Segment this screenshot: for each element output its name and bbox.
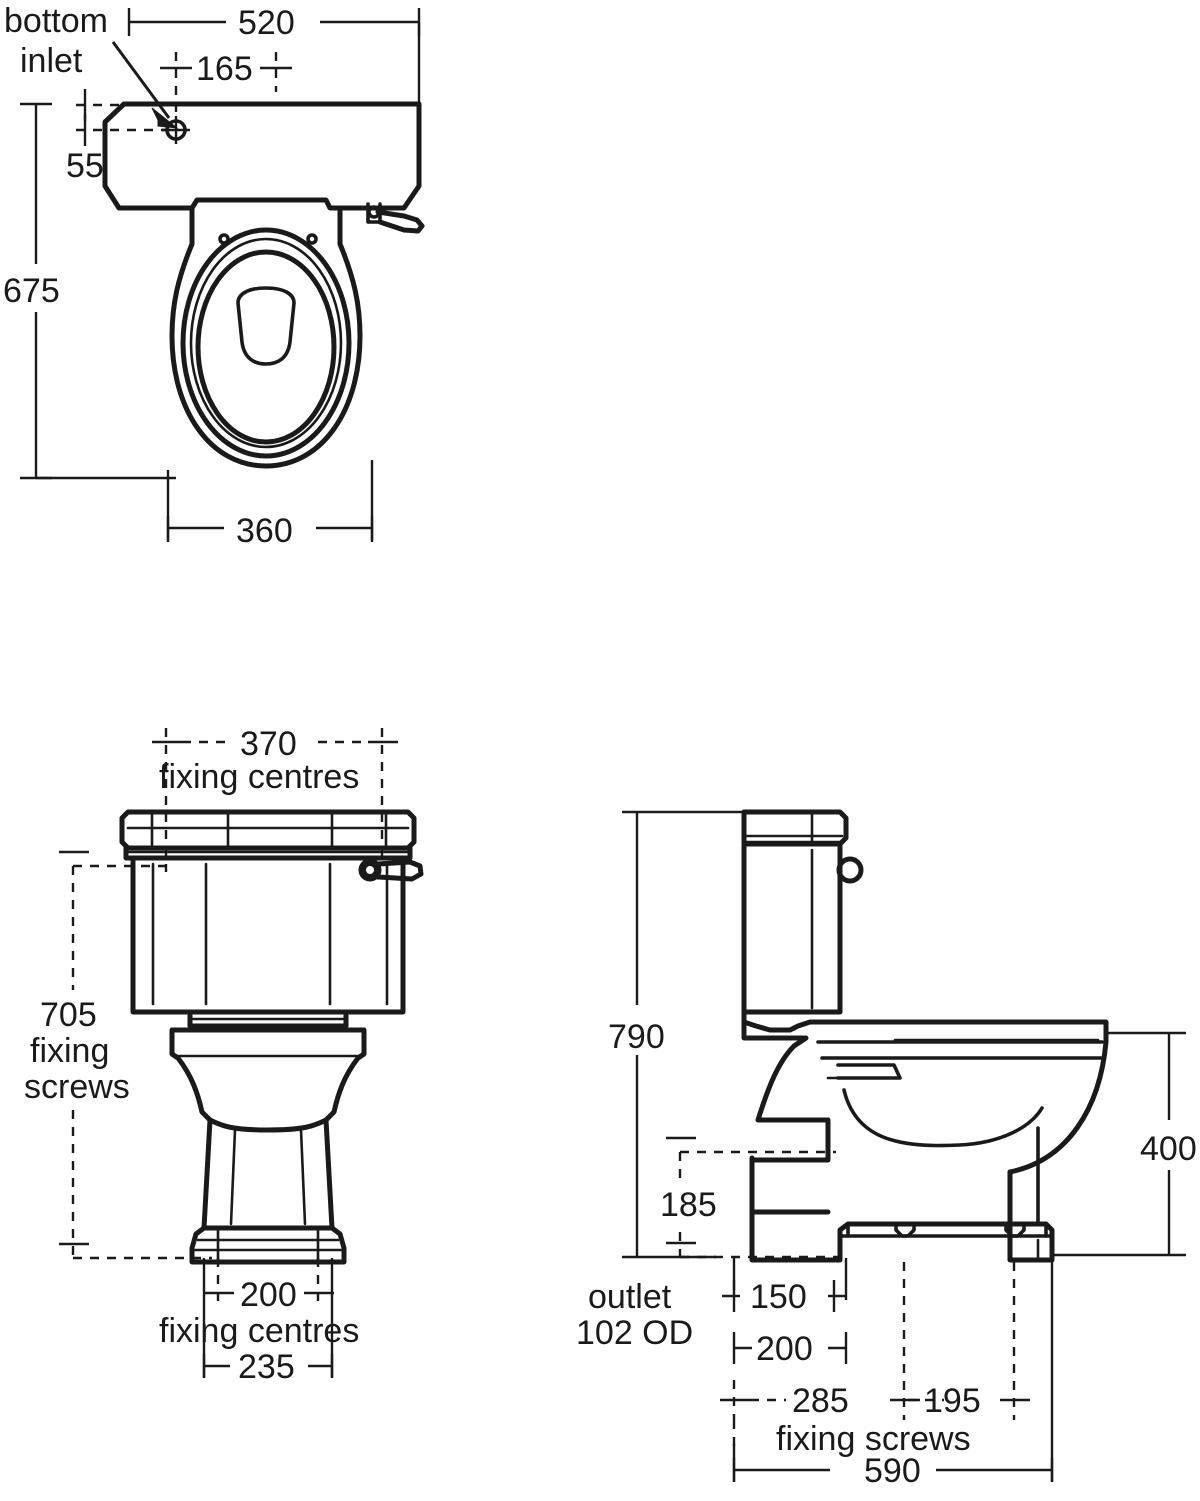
dim-150-text: 150 xyxy=(750,1278,807,1316)
front-dim-200 xyxy=(204,1258,334,1308)
dim-400-text: 400 xyxy=(1140,1130,1197,1168)
base-fixing-slot-right xyxy=(1004,1222,1026,1238)
plan-dim-675 xyxy=(20,102,176,480)
label-inlet: inlet xyxy=(20,42,83,80)
seat-ring-inner xyxy=(189,237,343,449)
fixing-centres-label-2: fixing centres xyxy=(159,1312,359,1350)
plan-dim-360 xyxy=(166,460,374,542)
inlet-leader-arrow xyxy=(111,41,179,129)
pan-upper-front xyxy=(169,1027,367,1133)
dim-55-text: 55 xyxy=(66,147,104,185)
bottom-inlet-hole-icon xyxy=(162,116,190,144)
flush-lever-front xyxy=(358,858,424,882)
dim-200-front-text: 200 xyxy=(240,1276,297,1314)
label-bottom: bottom xyxy=(4,2,108,40)
side-dim-590 xyxy=(732,1262,1054,1482)
bowl-opening xyxy=(195,249,337,445)
side-dim-150 xyxy=(722,1258,848,1312)
plan-dim-520 xyxy=(127,8,421,104)
side-dim-285-195 xyxy=(720,1262,1030,1452)
flush-lever-side xyxy=(836,856,864,884)
seat-hinge-hole-left xyxy=(218,233,230,245)
plan-dim-55 xyxy=(76,89,176,146)
front-elevation-view xyxy=(59,728,424,1378)
dim-200-side-text: 200 xyxy=(756,1330,813,1368)
base-fixing-slot-left xyxy=(894,1222,916,1238)
dim-790-text: 790 xyxy=(608,1018,665,1056)
dim-590-text: 590 xyxy=(864,1452,921,1490)
pan-side-outline xyxy=(741,1009,1109,1263)
outlet-spigot xyxy=(749,1155,831,1215)
front-dim-235 xyxy=(202,1258,334,1378)
dim-165-text: 165 xyxy=(196,50,253,88)
pan-foot-front xyxy=(189,1225,347,1265)
fixing-centres-label-1: fixing centres xyxy=(159,758,359,796)
pan-plan-outline xyxy=(169,205,363,469)
side-dim-185 xyxy=(666,1136,846,1259)
cistern-body-side xyxy=(741,843,843,1015)
dim-185-text: 185 xyxy=(660,1186,717,1224)
screws-label: screws xyxy=(24,1068,130,1106)
cistern-body-front xyxy=(130,855,406,1015)
cistern-lid-side xyxy=(741,809,849,847)
dim-520-text: 520 xyxy=(238,4,295,42)
cistern-plan-outline xyxy=(102,101,422,211)
seat-ring-outer xyxy=(180,227,352,459)
dim-195-text: 195 xyxy=(924,1382,981,1420)
bowl-interior-arc xyxy=(842,1088,1044,1148)
dim-360-text: 360 xyxy=(236,512,293,550)
cistern-lid-front xyxy=(119,809,417,851)
dim-235-text: 235 xyxy=(238,1348,295,1386)
flush-lever-plan xyxy=(366,202,425,234)
side-elevation-view xyxy=(622,809,1186,1482)
side-dim-400 xyxy=(1052,1031,1186,1257)
fixing-label: fixing xyxy=(30,1032,109,1070)
fixing-screws-label: fixing screws xyxy=(776,1420,971,1458)
front-dim-705 xyxy=(59,850,212,1260)
outlet-label: outlet xyxy=(588,1278,672,1316)
rim-ledge-detail xyxy=(836,1063,902,1080)
side-dim-200-side xyxy=(732,1332,848,1364)
bowl-rim-detail xyxy=(236,286,296,366)
pan-pedestal-front xyxy=(201,1117,335,1231)
seat-hinge-hole-right xyxy=(306,233,318,245)
plan-view xyxy=(20,8,425,542)
dim-705-text: 705 xyxy=(40,996,97,1034)
dim-675-text: 675 xyxy=(3,272,60,310)
dim-285-text: 285 xyxy=(792,1382,849,1420)
dim-370-text: 370 xyxy=(240,725,297,763)
od-102-label: 102 OD xyxy=(576,1314,693,1352)
